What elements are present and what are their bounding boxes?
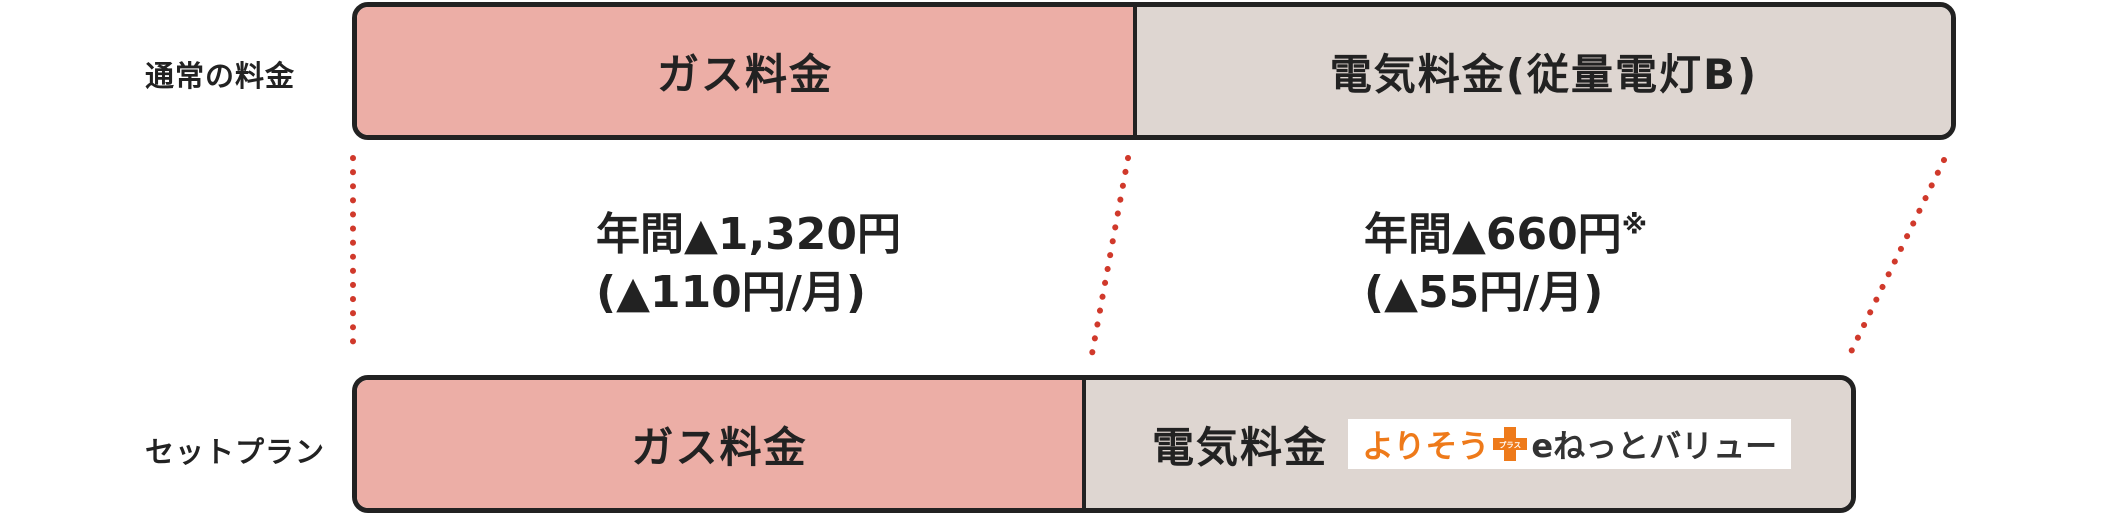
normal-electric-segment: 電気料金(従量電灯B): [1133, 7, 1951, 135]
note-mark: ※: [1621, 210, 1647, 241]
row-label-set-plan: セットプラン: [145, 435, 326, 469]
row-label-normal: 通常の料金: [145, 59, 296, 93]
badge-brand: よりそう: [1362, 427, 1490, 465]
normal-electric-label: 電気料金(従量電灯B): [1329, 49, 1759, 99]
electric-saving-annual-line: 年間▲660円※: [1364, 206, 1647, 264]
set-gas-segment: ガス料金: [357, 380, 1082, 508]
electric-saving-annual: 年間▲660円: [1364, 209, 1622, 260]
gas-saving-annual: 年間▲1,320円: [596, 209, 902, 260]
dotted-line-middle: [1089, 155, 1131, 357]
gas-saving-monthly: (▲110円/月): [596, 267, 866, 318]
plus-icon-text: プラス: [1499, 440, 1521, 450]
normal-price-bar: ガス料金 電気料金(従量電灯B): [352, 2, 1956, 140]
normal-gas-label: ガス料金: [656, 49, 833, 99]
plus-icon: プラス: [1493, 427, 1528, 461]
set-electric-segment: 電気料金 よりそう プラス eねっとバリュー: [1082, 380, 1851, 508]
gas-saving: 年間▲1,320円 (▲110円/月): [596, 206, 901, 322]
set-plan-bar: ガス料金 電気料金 よりそう プラス eねっとバリュー: [352, 375, 1856, 513]
badge-product: eねっとバリュー: [1531, 427, 1778, 465]
plan-badge: よりそう プラス eねっとバリュー: [1348, 419, 1792, 469]
set-electric-label: 電気料金: [1152, 422, 1329, 472]
normal-gas-segment: ガス料金: [357, 7, 1133, 135]
dotted-line-right: [1847, 157, 1947, 357]
electric-saving: 年間▲660円※ (▲55円/月): [1364, 206, 1647, 322]
electric-saving-monthly: (▲55円/月): [1364, 267, 1604, 318]
set-gas-label: ガス料金: [631, 422, 808, 472]
